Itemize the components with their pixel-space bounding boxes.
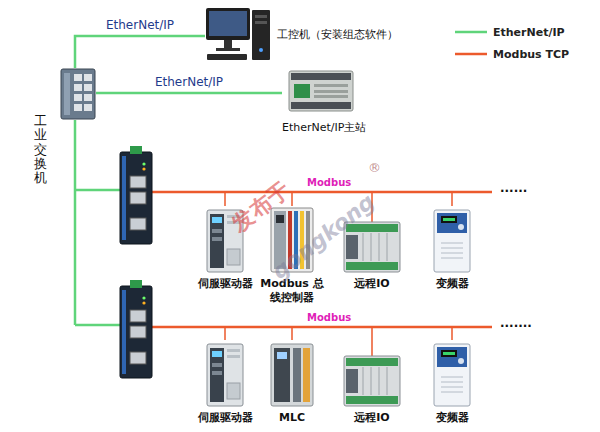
- ethernet-branch: [75, 189, 120, 192]
- switch-node: 工业交换机: [34, 68, 96, 185]
- device-caption: 变频器: [436, 411, 469, 425]
- legend-item: EtherNet/IP: [455, 21, 569, 43]
- computer-icon: [205, 6, 271, 62]
- device-node: 远程IO: [343, 337, 401, 425]
- device-picture: [270, 337, 314, 407]
- legend: EtherNet/IP Modbus TCP: [455, 21, 569, 65]
- device-caption: Modbus 总线控制器: [260, 277, 324, 305]
- device-picture: [433, 203, 471, 273]
- plc-icon: [288, 70, 354, 112]
- gateway-device: [120, 280, 152, 378]
- vertical-label: 工业交换机: [34, 114, 47, 185]
- inverter-icon: [433, 343, 471, 407]
- device-node: 变频器: [433, 337, 471, 425]
- master-node: EtherNet/IP主站: [282, 70, 366, 135]
- device-picture: [343, 337, 401, 407]
- servo-drive-icon: [206, 343, 244, 407]
- legend-item: Modbus TCP: [455, 43, 569, 65]
- link-label: EtherNet/IP: [153, 75, 225, 89]
- legend-line-sample: [455, 49, 487, 59]
- link-label: EtherNet/IP: [104, 18, 176, 32]
- bus-drop: [225, 327, 452, 356]
- device-caption: EtherNet/IP主站: [282, 120, 366, 135]
- device-caption: 伺服驱动器: [198, 411, 253, 425]
- modbus-bus: [152, 191, 492, 194]
- ethernet-link: [75, 36, 205, 68]
- device-node: 伺服驱动器: [198, 337, 253, 425]
- legend-text: EtherNet/IP: [493, 26, 565, 39]
- device-caption: 变频器: [436, 277, 469, 291]
- ethernet-link: [96, 92, 282, 95]
- device-picture: [205, 6, 271, 62]
- modbus-bus: [152, 326, 492, 329]
- watermark: ®: [368, 160, 381, 175]
- computer-node: 工控机（安装组态软件）: [205, 6, 398, 62]
- device-picture: [206, 337, 244, 407]
- continuation-dots: ......: [500, 181, 527, 195]
- device-node: 变频器: [433, 203, 471, 291]
- device-caption: 远程IO: [354, 411, 389, 425]
- device-node: MLC: [270, 337, 314, 425]
- device-picture: [433, 337, 471, 407]
- continuation-dots: .......: [500, 316, 532, 330]
- device-caption: MLC: [279, 411, 305, 425]
- ethernet-trunk: [74, 120, 77, 325]
- ethernet-branch: [75, 324, 120, 327]
- legend-line-sample: [455, 27, 487, 37]
- bus-label: Modbus: [305, 177, 353, 188]
- legend-text: Modbus TCP: [493, 48, 569, 61]
- device-caption: 工控机（安装组态软件）: [277, 27, 398, 42]
- device-picture: [288, 70, 354, 112]
- bus-label: Modbus: [305, 312, 353, 323]
- gateway-device: [120, 146, 152, 244]
- remote-io-icon: [343, 355, 401, 407]
- switch-icon: [60, 68, 96, 120]
- device-caption: 远程IO: [354, 277, 389, 291]
- inverter-icon: [433, 209, 471, 273]
- device-picture: [60, 68, 96, 120]
- mlc-icon: [270, 343, 314, 407]
- device-caption: 伺服驱动器: [198, 277, 253, 291]
